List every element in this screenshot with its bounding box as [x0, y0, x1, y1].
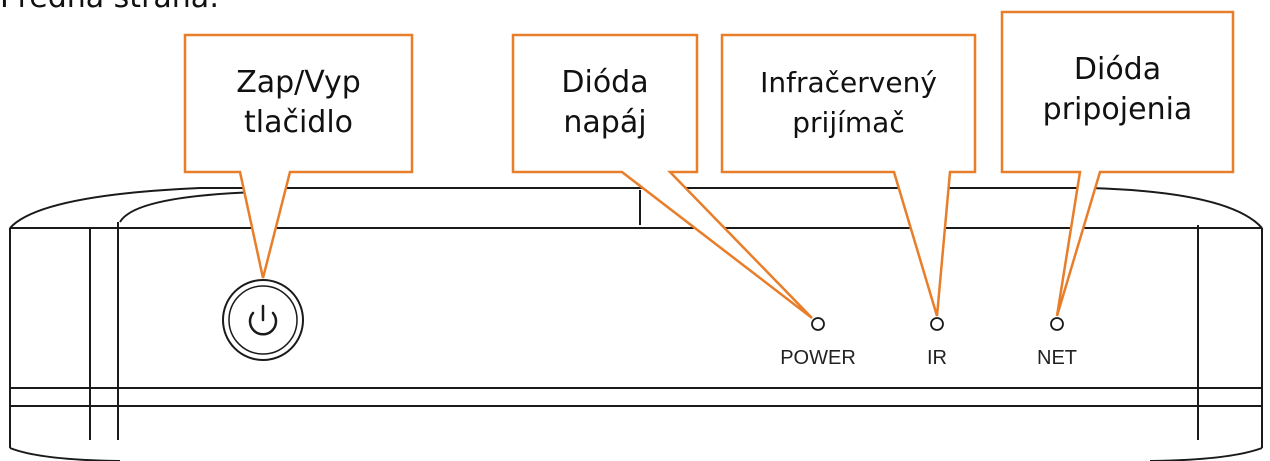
led-label-power: POWER	[780, 347, 856, 369]
callout-line: tlačidlo	[243, 105, 354, 140]
callout-line: prijímač	[792, 106, 905, 139]
callout-net-box	[1000, 10, 1235, 317]
callout-line: Infračervený	[760, 66, 937, 99]
callout-net-text: Dióda pripojenia	[1007, 50, 1228, 130]
callout-power-button-text: Zap/Vyp tlačidlo	[190, 63, 407, 143]
callout-power-led-text: Dióda napáj	[518, 63, 692, 143]
led-label-net: NET	[1037, 347, 1077, 369]
callout-ir-box	[720, 33, 977, 317]
led-label-ir: IR	[927, 347, 947, 369]
callout-line: pripojenia	[1042, 92, 1193, 127]
callout-line: napáj	[563, 105, 647, 140]
power-led	[811, 317, 825, 331]
callout-line: Zap/Vyp	[236, 65, 361, 100]
page-title: Predná strana:	[0, 0, 219, 15]
callout-line: Dióda	[561, 65, 649, 100]
power-icon	[248, 304, 278, 336]
net-led	[1050, 317, 1064, 331]
callout-power-led-box	[511, 33, 813, 319]
callout-ir-text: Infračervený prijímač	[727, 63, 970, 143]
callout-power-button-box	[183, 33, 414, 279]
power-button[interactable]	[222, 279, 304, 361]
callout-line: Dióda	[1073, 52, 1162, 87]
ir-sensor	[930, 317, 944, 331]
